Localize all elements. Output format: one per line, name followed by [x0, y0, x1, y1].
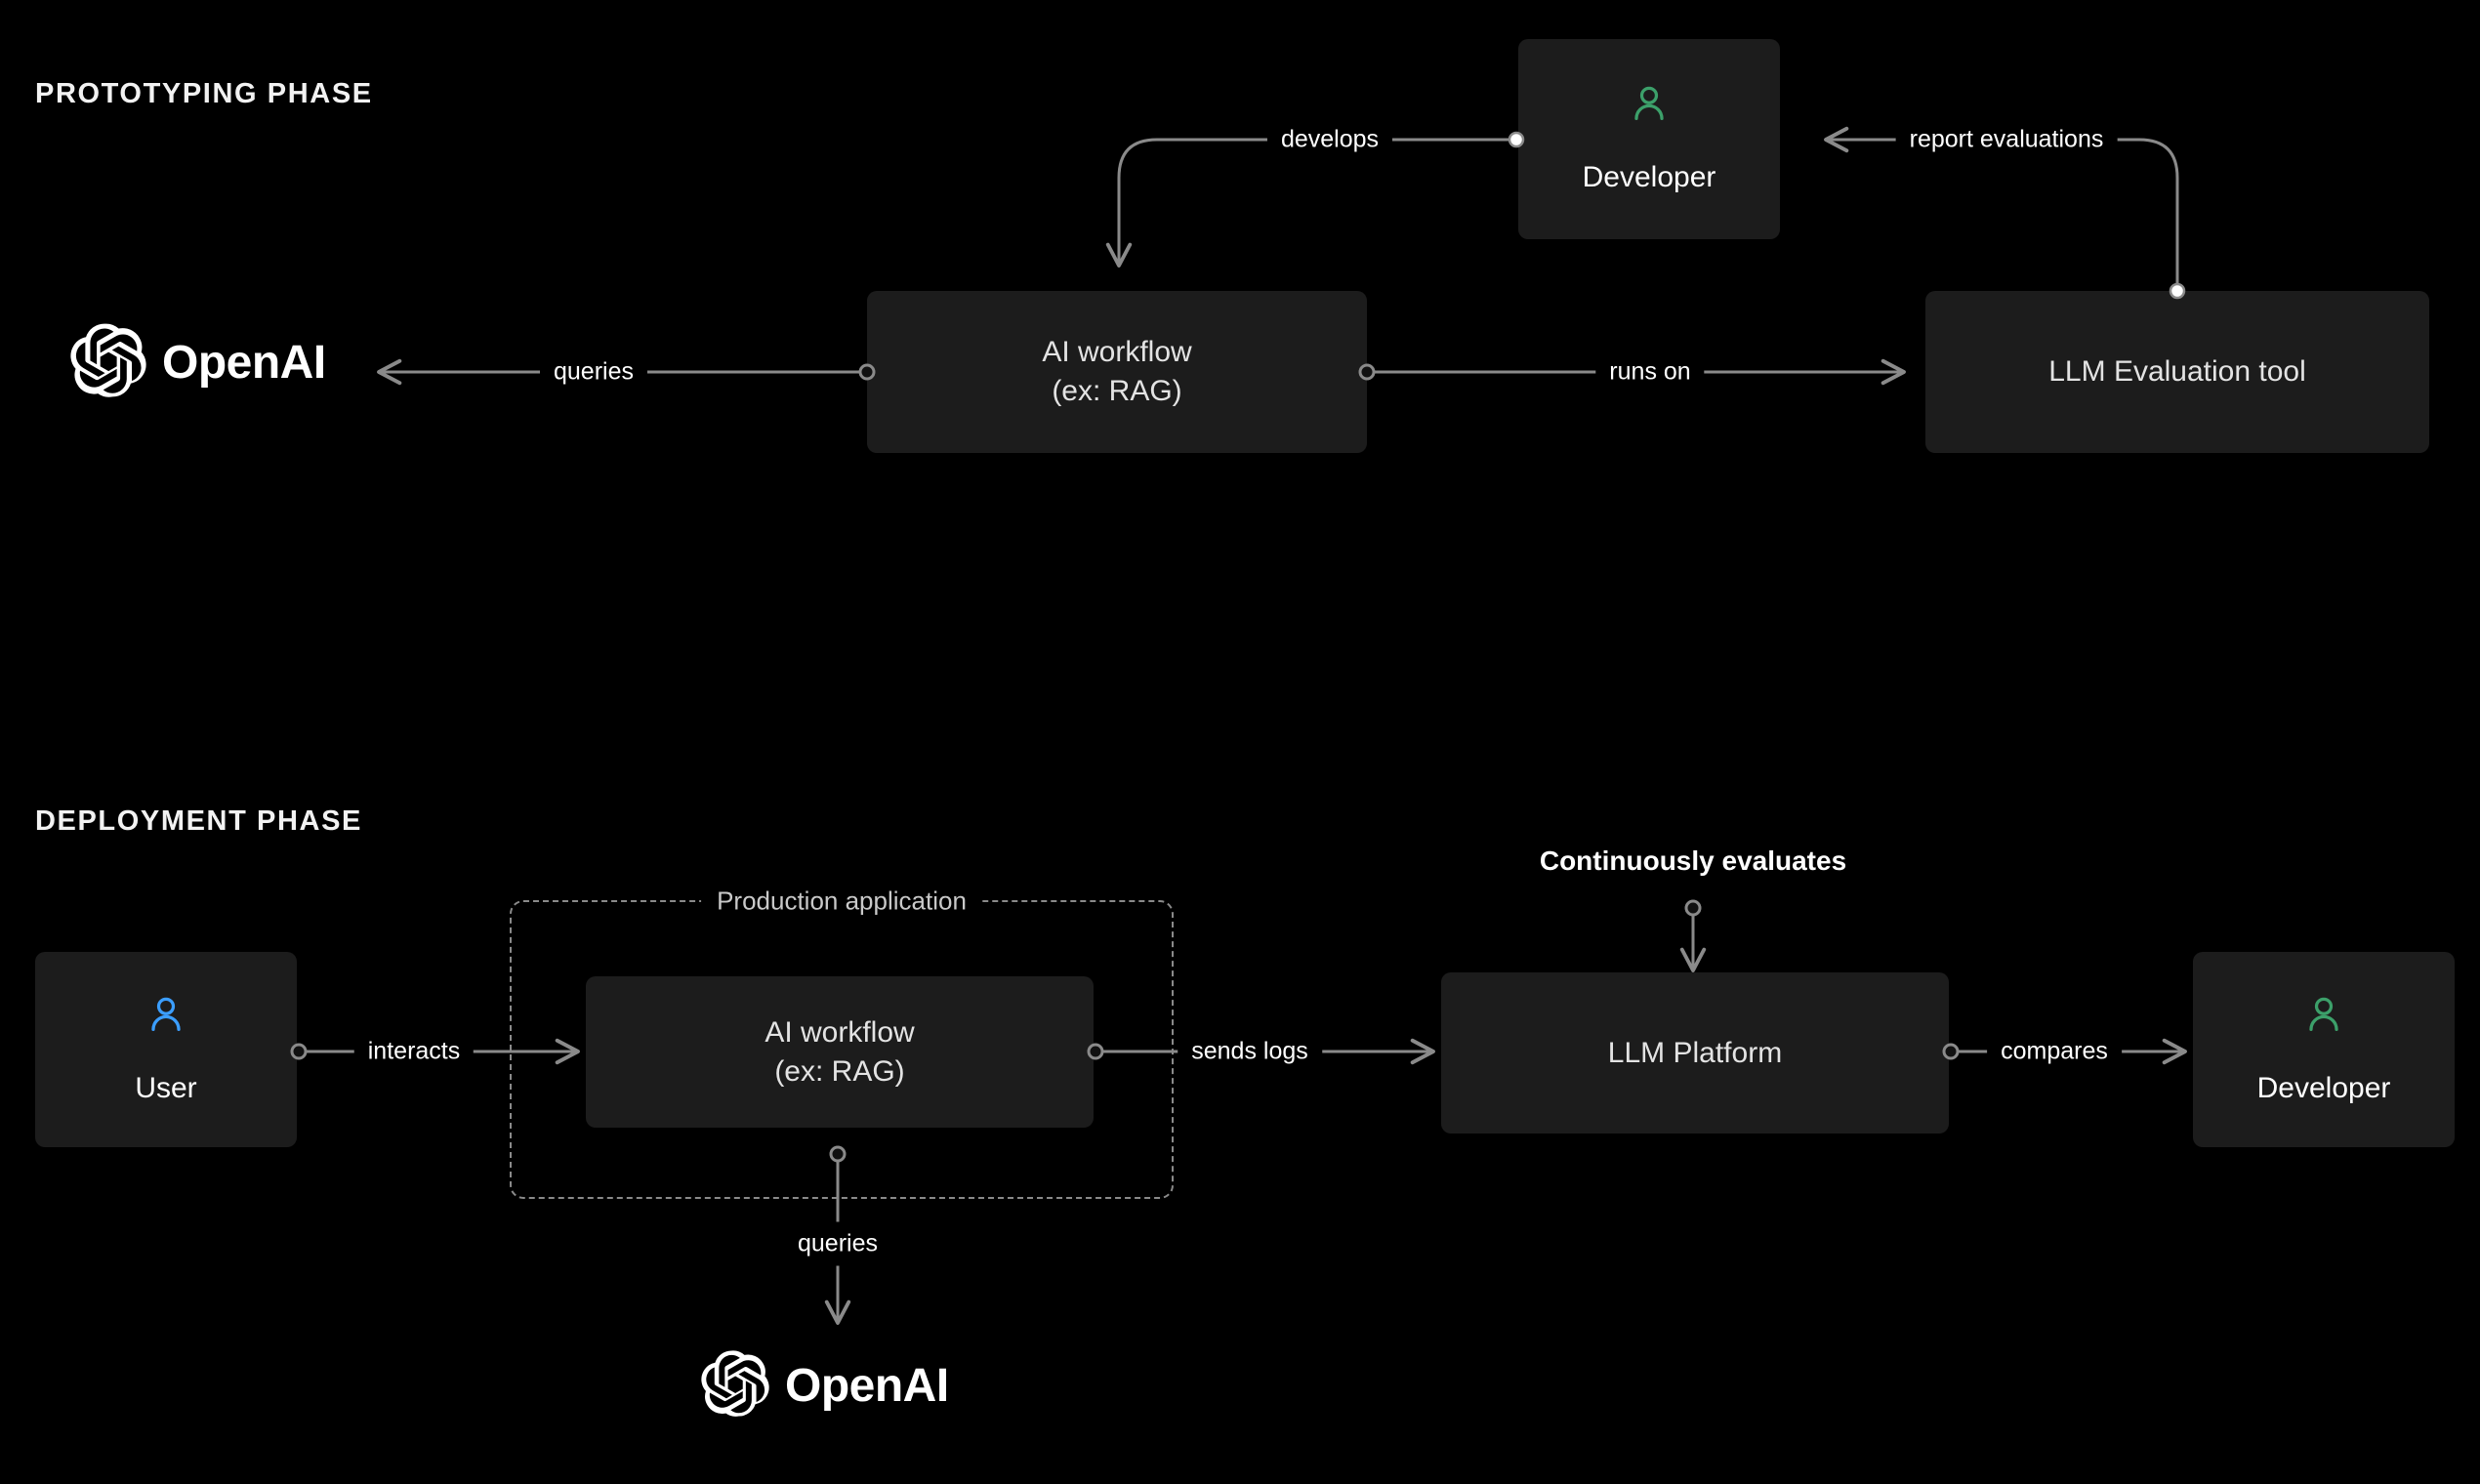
- edge-label-develops: develops: [1266, 117, 1393, 162]
- person-icon: [2301, 992, 2346, 1044]
- openai-mark-icon: [70, 322, 146, 403]
- node-llm-platform-label: LLM Platform: [1607, 1036, 1783, 1069]
- person-icon: [144, 992, 188, 1044]
- node-llm-evaluation-tool[interactable]: LLM Evaluation tool: [1925, 291, 2429, 453]
- openai-mark-icon: [701, 1349, 769, 1422]
- edge-report-evaluations: [1824, 126, 2179, 289]
- edge-label-report-evaluations: report evaluations: [1895, 117, 2118, 162]
- edge-label-queries-prototyping: queries: [540, 350, 647, 394]
- node-developer-deployment[interactable]: Developer: [2193, 952, 2455, 1147]
- node-developer-deployment-label: Developer: [2256, 1071, 2391, 1104]
- edge-label-sends-logs: sends logs: [1178, 1029, 1322, 1074]
- node-llm-evaluation-tool-label: LLM Evaluation tool: [2048, 355, 2306, 389]
- edge-label-queries-deployment: queries: [784, 1221, 891, 1266]
- node-ai-workflow-prototyping-label: AI workflow (ex: RAG): [1042, 336, 1192, 407]
- edge-label-continuously-evaluates: Continuously evaluates: [1539, 845, 1847, 876]
- node-llm-platform[interactable]: LLM Platform: [1441, 972, 1949, 1134]
- node-ai-workflow-prototyping[interactable]: AI workflow (ex: RAG): [867, 291, 1367, 453]
- node-user-label: User: [135, 1071, 197, 1104]
- openai-logo-prototyping: OpenAI: [70, 322, 326, 403]
- phase-title-prototyping: PROTOTYPING PHASE: [35, 78, 373, 109]
- edge-label-compares: compares: [1987, 1029, 2122, 1074]
- openai-wordmark: OpenAI: [785, 1359, 949, 1412]
- phase-title-deployment: DEPLOYMENT PHASE: [35, 805, 362, 837]
- node-user[interactable]: User: [35, 952, 297, 1147]
- openai-logo-deployment: OpenAI: [701, 1349, 949, 1422]
- group-production-application-label: Production application: [701, 886, 982, 917]
- node-ai-workflow-deployment[interactable]: AI workflow (ex: RAG): [586, 976, 1094, 1128]
- edge-label-runs-on: runs on: [1595, 350, 1705, 394]
- edge-label-interacts: interacts: [353, 1029, 475, 1074]
- person-icon: [1627, 81, 1672, 133]
- node-developer-prototyping-label: Developer: [1582, 161, 1716, 194]
- openai-wordmark: OpenAI: [162, 336, 326, 389]
- node-developer-prototyping[interactable]: Developer: [1518, 39, 1780, 239]
- node-ai-workflow-deployment-label: AI workflow (ex: RAG): [765, 1015, 915, 1088]
